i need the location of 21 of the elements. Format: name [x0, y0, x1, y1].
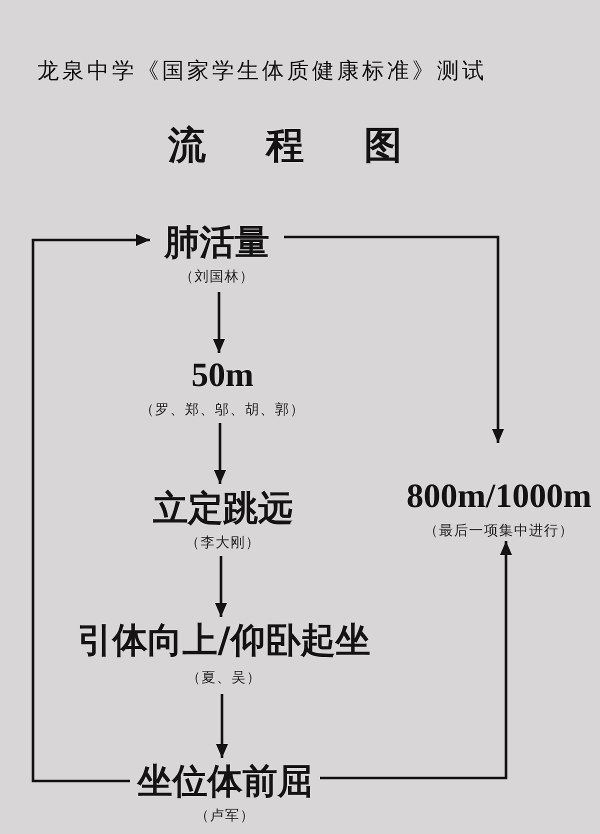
arrow [32, 234, 150, 782]
heading: 流程图 [168, 123, 402, 167]
step-note: （刘国林） [180, 268, 254, 286]
arrow [320, 541, 512, 780]
step-note: （卢军） [195, 807, 255, 825]
arrow [214, 423, 226, 484]
step-label: 800m/1000m [406, 477, 592, 517]
arrow [216, 694, 228, 758]
step-note: （李大刚） [186, 534, 260, 552]
step-label: 肺活量 [164, 223, 270, 263]
step-label: 坐位体前屈 [138, 762, 312, 802]
step-note: （最后一项集中进行） [424, 522, 574, 540]
step-label: 立定跳远 [153, 489, 293, 529]
title: 龙泉中学《国家学生体质健康标准》测试 [37, 59, 487, 85]
arrow [284, 236, 504, 443]
step-label: 50m [191, 356, 254, 396]
step-label: 引体向上/仰卧起坐 [78, 621, 370, 661]
step-note: （夏、吴） [186, 669, 262, 687]
step-note: （罗、郑、邬、胡、郭） [140, 401, 305, 419]
arrow [213, 292, 225, 353]
arrow [215, 556, 227, 617]
